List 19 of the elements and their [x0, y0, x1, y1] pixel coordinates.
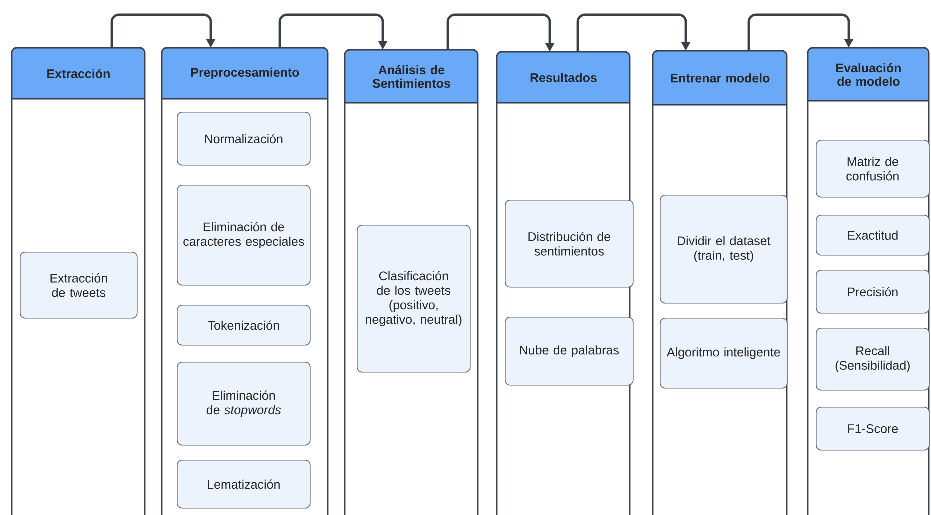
arrow: [748, 14, 854, 51]
step-box: Recall (Sensibilidad): [816, 328, 930, 391]
step-box: Extracción de tweets: [20, 252, 138, 319]
step-box: Normalización: [177, 112, 311, 166]
step-box: Nube de palabras: [505, 317, 634, 386]
step-box: Algoritmo inteligente: [660, 318, 788, 389]
step-box: F1-Score: [816, 407, 930, 451]
step-box: Precisión: [816, 270, 930, 314]
step-box: Tokenización: [177, 305, 311, 346]
step-box: Exactitud: [816, 215, 930, 256]
arrow: [576, 14, 691, 52]
step-box: Clasificación de los tweets (positivo, negativo, neutral): [357, 225, 471, 373]
arrow: [110, 14, 216, 48]
step-box: Matriz de confusión: [816, 140, 930, 198]
step-box: Distribución de sentimientos: [505, 200, 634, 288]
step-box: Lematización: [177, 460, 311, 509]
step-box: Dividir el dataset (train, test): [660, 195, 788, 304]
step-box: Eliminación de stopwords: [177, 362, 311, 446]
step-box: Eliminación de caracteres especiales: [177, 185, 311, 286]
